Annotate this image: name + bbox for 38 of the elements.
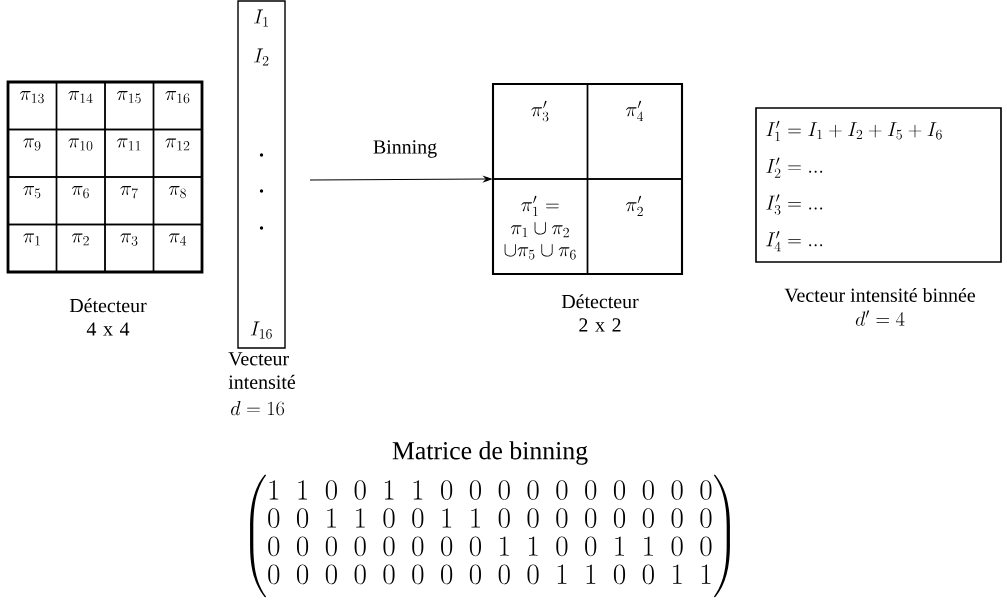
vector-box: $I'_1=I_1+I_2+I_5+I_6$ $I'_2=...$ $I'_3=...$ $I'_4=...$ xyxy=(755,107,1002,263)
grid-cell: $\pi_{8}$ xyxy=(152,176,203,226)
node-label: $d=16$ xyxy=(231,400,285,416)
node-label: Vecteur intensité binnée xyxy=(784,287,975,303)
grid-cell: $\pi'_1=$ $\pi_1\cup\pi_2$ $\cup\pi_5\cup\pi_6$ xyxy=(492,178,589,275)
grid-cell: $\pi_{16}$ xyxy=(152,81,203,131)
heading: Matrice de binning xyxy=(392,441,588,465)
node-label: $I'_3=...$ xyxy=(766,194,823,215)
grid-cell: $\pi_{5}$ xyxy=(7,176,58,226)
node-label: $d'=4$ xyxy=(855,310,905,326)
grid-cell: $\pi'_3$ xyxy=(492,83,589,180)
grid-cell: $\pi_{14}$ xyxy=(55,81,106,131)
grid-cell: $\pi_{13}$ xyxy=(7,81,58,131)
node-label: Détecteur 4 x 4 xyxy=(69,298,147,336)
grid-cell: $\pi_{3}$ xyxy=(104,223,155,273)
vector-box: $I_1$ $I_2$ $I_{16}$ xyxy=(237,0,286,349)
grid-cell: $\pi'_2$ xyxy=(586,178,683,275)
binning-matrix: $\begin{pmatrix}1&1&0&0&1&1&0&0&0&0&0&0&0&0&0&0\\0&0&1&1&0&0&1&1&0&0&0&0&0&0&0&0\\0&0&0&0&0&0&0&0&1&1&0&0&1&1&0&0\\0&0&0&0&0&0&0&0&0&0&1&1&0&0&1&1\end{pmatrix}$ xyxy=(250,474,730,598)
grid-cell: $\pi_{4}$ xyxy=(152,223,203,273)
grid-cell: $\pi_{1}$ xyxy=(7,223,58,273)
grid-cell: $\pi_{11}$ xyxy=(104,128,155,178)
grid-cell: $\pi_{6}$ xyxy=(55,176,106,226)
grid-cell: $\pi_{12}$ xyxy=(152,128,203,178)
grid-cell: $\pi_{9}$ xyxy=(7,128,58,178)
grid-cell: $\pi_{10}$ xyxy=(55,128,106,178)
grid-cell: $\pi'_4$ xyxy=(586,83,683,180)
grid-cell: $\pi_{2}$ xyxy=(55,223,106,273)
node-label: $I'_2=...$ xyxy=(766,157,823,178)
grid-cell: $\pi_{7}$ xyxy=(104,176,155,226)
grid-cell: $\pi_{15}$ xyxy=(104,81,155,131)
node-label: Détecteur 2 x 2 xyxy=(561,294,639,332)
node-label: $I_2$ xyxy=(254,48,269,66)
node-label: $I'_4=...$ xyxy=(766,230,823,252)
node-label: $I_1$ xyxy=(254,9,268,27)
node-label: $I'_1=I_1+I_2+I_5+I_6$ xyxy=(766,120,942,142)
node-label: $I_{16}$ xyxy=(250,321,272,339)
edge-label: Binning xyxy=(371,139,439,159)
node-label: Vecteur intensité xyxy=(228,352,296,389)
